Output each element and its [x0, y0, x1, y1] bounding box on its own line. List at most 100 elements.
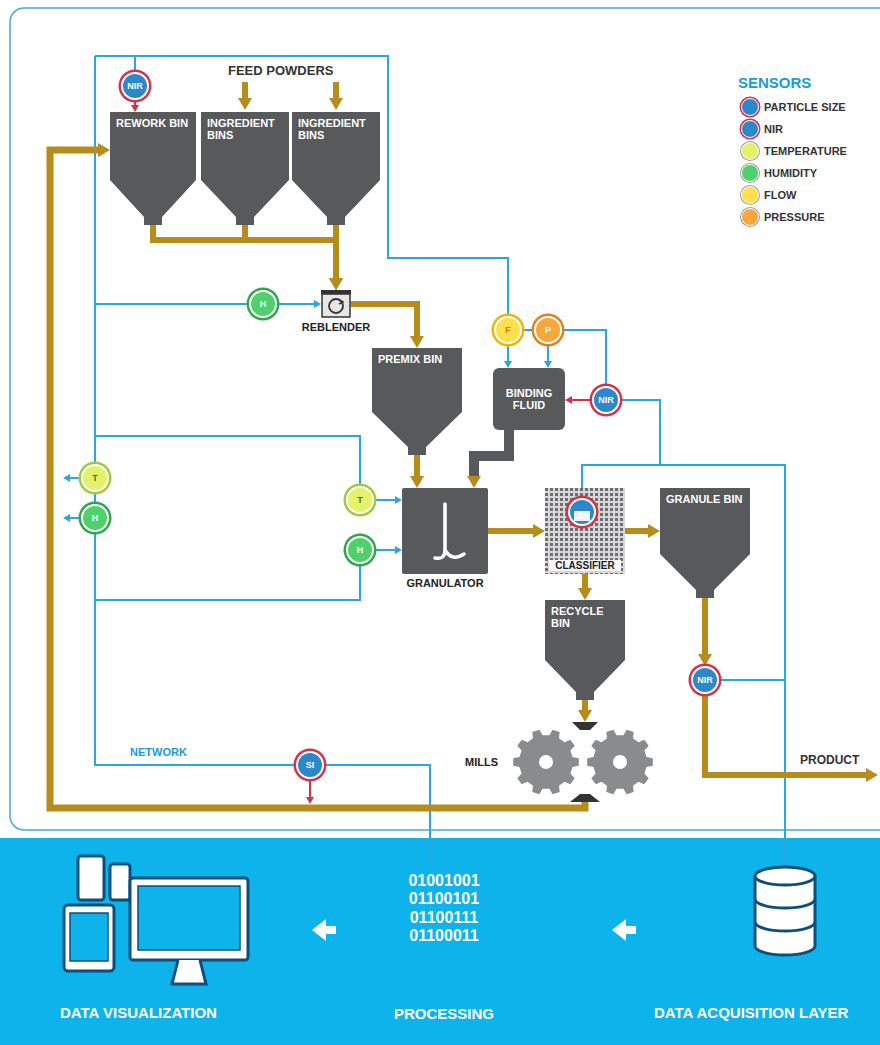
granulator-unit: GRANULATOR — [385, 488, 505, 589]
flow-connector — [582, 700, 588, 710]
legend-text: PARTICLE SIZE — [764, 101, 846, 113]
icon-part — [435, 504, 464, 558]
drawing-part — [78, 856, 104, 900]
icon-part — [402, 488, 488, 574]
node-label: INGREDIENT BINS — [292, 112, 380, 141]
flow-line — [309, 779, 311, 797]
drawing-part — [612, 919, 636, 941]
gear-part — [572, 722, 598, 730]
caption-label: DATA VISUALIZATION — [60, 1004, 217, 1021]
frame — [10, 8, 880, 830]
storage-bin: INGREDIENT BINS — [292, 112, 380, 225]
drawing-part — [620, 400, 660, 465]
fluid-tank: BINDING FLUID — [493, 368, 565, 430]
gears-icon — [510, 722, 660, 802]
flow-line — [705, 694, 866, 775]
classifier-screen: CLASSIFIERSI — [545, 488, 625, 574]
drawing-part — [95, 564, 360, 600]
flow-connector — [374, 549, 395, 551]
bin-outline — [292, 112, 380, 225]
node-label: INGREDIENT BINS — [201, 112, 289, 141]
caption-label: PROCESSING — [394, 1006, 494, 1021]
node-label: GRANULE BIN — [660, 488, 750, 505]
node-label: REWORK BIN — [110, 112, 196, 129]
drawing-part — [64, 905, 114, 971]
drawing-part — [130, 878, 248, 960]
drawing-part — [138, 886, 240, 950]
legend-swatch — [741, 186, 759, 204]
node-label: MILLS — [465, 756, 510, 768]
sensor-icon: NIR — [691, 666, 719, 694]
drawing-part — [755, 899, 815, 931]
node-label: PREMIX BIN — [372, 348, 462, 365]
flow-connector — [374, 499, 395, 501]
icon-part — [339, 300, 343, 304]
equipment-icon — [402, 488, 488, 574]
sensor-icon: P — [534, 316, 562, 344]
storage-bin: REWORK BIN — [110, 112, 196, 225]
sensor-icon: F — [494, 316, 522, 344]
drawing-part — [134, 56, 136, 72]
icon-part — [322, 294, 350, 317]
flow-connector — [582, 574, 588, 588]
flow-connector — [572, 399, 592, 401]
equipment-icon — [321, 290, 351, 318]
gear-part — [570, 794, 600, 802]
flow-connector — [277, 303, 314, 305]
node-label: H — [92, 514, 99, 523]
drawing-part — [312, 919, 336, 941]
gear-part — [613, 755, 627, 769]
node-label: RECYCLE BIN — [545, 600, 625, 629]
node-label: H — [260, 300, 267, 309]
storage-bin: PREMIX BIN — [372, 348, 462, 455]
flow-connector — [50, 150, 585, 808]
sensor-icon: H — [81, 504, 109, 532]
drawing-part — [755, 876, 815, 955]
icon-part — [321, 290, 351, 294]
legend-text: HUMIDITY — [764, 167, 817, 179]
bin-outline — [372, 348, 462, 455]
caption-label: PRODUCT — [800, 754, 859, 768]
flow-connector — [488, 528, 533, 534]
drawing-part — [522, 329, 534, 331]
drawing-part — [95, 436, 360, 486]
node-label: CLASSIFIER — [549, 560, 621, 571]
bin-outline — [660, 488, 750, 598]
caption-label: SENSORS — [738, 74, 811, 91]
drawing-part — [755, 867, 815, 885]
gear-part — [513, 730, 579, 795]
storage-bin: INGREDIENT BINS — [201, 112, 289, 225]
drawing-part — [562, 330, 606, 386]
sensor-icon: SI — [296, 751, 324, 779]
drawing-part — [172, 960, 206, 984]
sensor-icon: H — [346, 536, 374, 564]
caption-label: NETWORK — [130, 746, 187, 759]
flow-connector — [153, 225, 336, 278]
node-label: REBLENDER — [296, 321, 376, 333]
legend-swatch — [741, 120, 759, 138]
flow-line — [70, 477, 81, 479]
bin-outline — [201, 112, 289, 225]
flow-connector — [702, 598, 708, 654]
legend-swatch — [741, 208, 759, 226]
caption-label: DATA ACQUISITION LAYER — [654, 1004, 848, 1021]
sensor-icon: NIR — [592, 386, 620, 414]
legend-text: NIR — [764, 123, 783, 135]
drawing-part — [719, 679, 785, 681]
drawing-part — [95, 56, 430, 860]
legend-swatch — [741, 142, 759, 160]
icon-part — [329, 299, 343, 313]
flow-connector — [625, 528, 648, 534]
flow-connector — [134, 100, 136, 105]
mesh — [545, 488, 625, 574]
legend-text: PRESSURE — [764, 211, 825, 223]
caption-label: FEED POWDERS — [228, 64, 333, 79]
flow-line — [242, 82, 248, 98]
flow-connector — [414, 455, 420, 476]
gear-part — [539, 755, 553, 769]
node-label: T — [357, 496, 363, 505]
binary-text: 01001001 01100101 01100111 01100011 — [398, 872, 490, 946]
node-label: GRANULATOR — [385, 577, 505, 589]
